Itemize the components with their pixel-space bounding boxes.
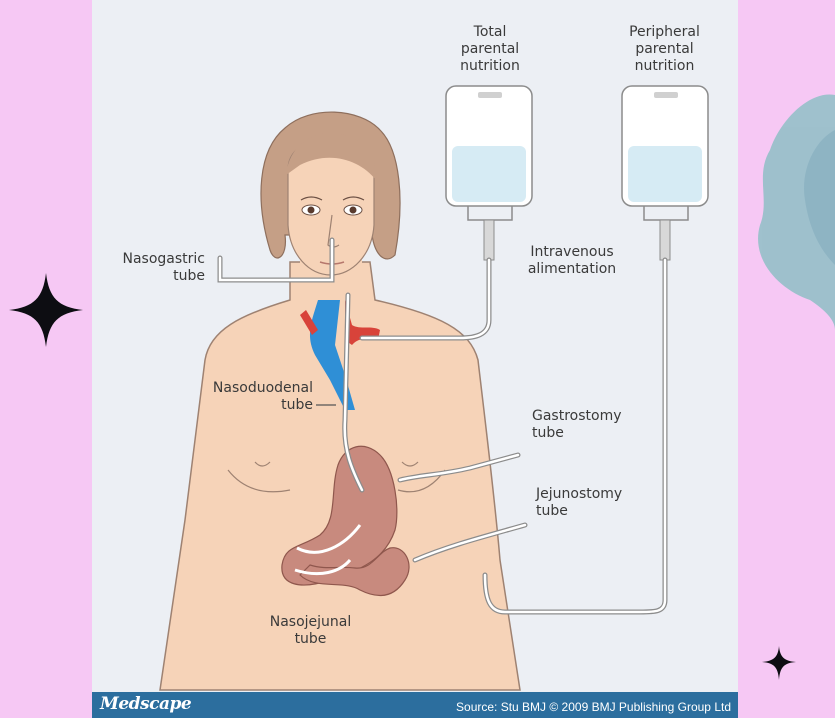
- sparkle-star-icon: [9, 273, 83, 347]
- sparkle-star-small-icon: [762, 646, 796, 680]
- ppn-bag: [622, 86, 708, 260]
- watercolor-blob: [758, 94, 835, 330]
- tpn-bag: [446, 86, 532, 260]
- source-credit: Source: Stu BMJ © 2009 BMJ Publishing Gr…: [456, 700, 731, 714]
- brand-logo: Medscape: [100, 694, 191, 714]
